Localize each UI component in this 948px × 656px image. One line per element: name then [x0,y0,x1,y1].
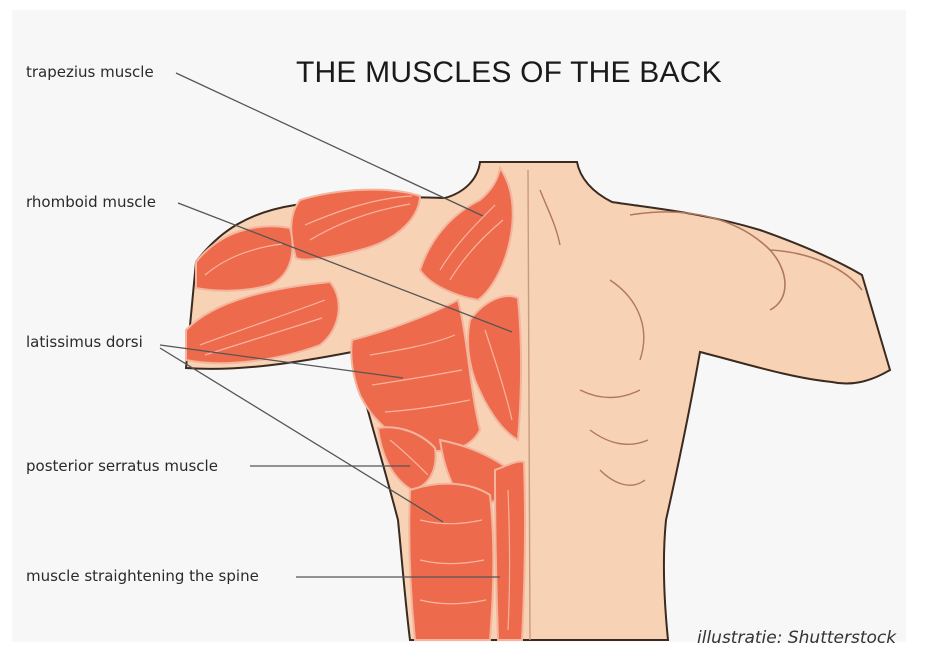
erector-spinae-muscle [409,484,493,640]
image-credit: illustratie: Shutterstock [697,628,896,648]
diagram-title: THE MUSCLES OF THE BACK [296,56,722,90]
label-serratus: posterior serratus muscle [26,457,218,475]
label-trapezius: trapezius muscle [26,63,154,81]
deltoid-muscle-lower [196,226,293,290]
label-erector: muscle straightening the spine [26,567,259,585]
label-latissimus: latissimus dorsi [26,333,143,351]
label-rhomboid: rhomboid muscle [26,193,156,211]
